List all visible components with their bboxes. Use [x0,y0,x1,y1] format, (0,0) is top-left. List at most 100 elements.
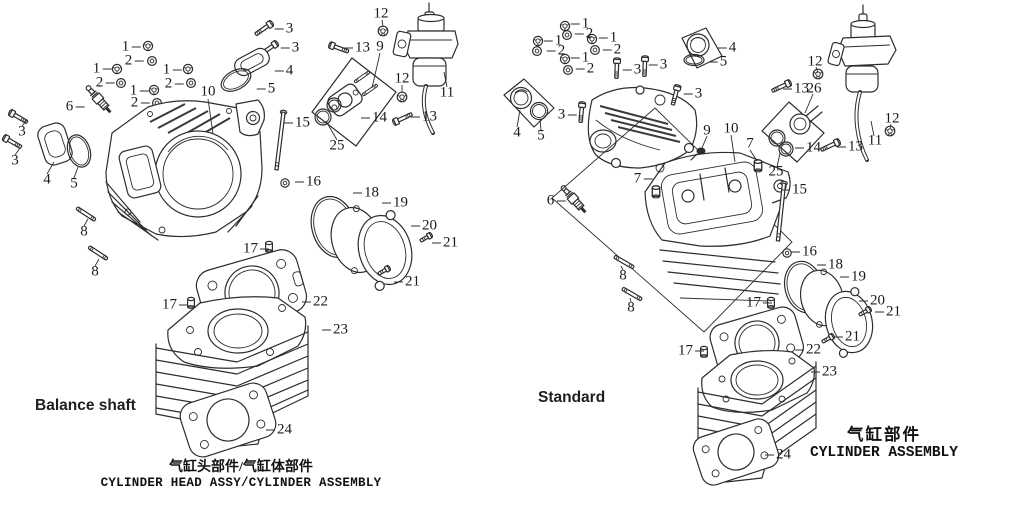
part-callout-2: 2 [96,75,115,91]
cover-20-left [357,210,413,291]
part-callout-8: 8 [619,267,627,284]
insulator-box-right [761,101,825,163]
dowel-17-left-b [187,296,195,309]
part-callout-23: 23 [811,364,837,380]
base-gasket-24-left [179,382,277,458]
part-callout-3: 3 [11,152,19,169]
part-callout-7: 7 [634,171,653,187]
washer-16-right [782,248,792,258]
part-callout-11: 11 [439,84,455,101]
carburetor-right [827,4,897,162]
stud-15-left [274,109,288,171]
valve-cover-right [587,85,698,169]
variant-label-standard: Standard [538,389,606,406]
part-callout-8: 8 [91,263,99,280]
part-callout-17: 17 [243,241,269,257]
part-callout-12: 12 [884,110,900,127]
part-callout-14: 14 [795,140,821,156]
part-callout-19: 19 [382,195,408,211]
nut-12-left-a [377,25,389,37]
variant-label-balance-shaft: Balance shaft [35,397,136,414]
caption-left-chinese: 气缸头部件/气缸体部件 [169,460,313,475]
part-callout-10: 10 [723,120,739,137]
cap-box-left-of-cover [503,78,555,128]
gasket-5-top-left-diagram [220,68,252,92]
part-callout-2: 2 [131,95,150,111]
part-callout-7: 7 [746,135,754,152]
part-callout-3: 3 [558,107,577,123]
part-callout-16: 16 [295,174,321,190]
part-callout-3: 3 [18,123,26,140]
washer-16-left [280,178,290,188]
part-callout-4: 4 [717,40,736,56]
caption-right-chinese: 气缸部件 [847,425,921,444]
part-callout-1: 1 [122,39,141,55]
part-callout-21: 21 [875,304,901,320]
part-callout-12: 12 [394,70,410,87]
part-callout-2: 2 [546,43,565,59]
part-callout-6: 6 [547,193,566,209]
caption-left-english: CYLINDER HEAD ASSY/CYLINDER ASSEMBLY [100,476,382,490]
cap-7-right-b [753,159,763,173]
part-callout-4: 4 [43,171,51,188]
part-callout-13: 13 [344,40,370,56]
part-callout-3: 3 [648,57,667,73]
caption-right: 气缸部件 CYLINDER ASSEMBLY [794,421,974,461]
part-callout-5: 5 [256,81,275,97]
part-callout-12: 12 [807,53,823,70]
part-callout-1: 1 [570,16,589,32]
part-callout-25: 25 [768,163,784,180]
part-callout-9: 9 [376,38,384,55]
cover-4-side-left-diagram [37,122,73,166]
part-callout-19: 19 [840,269,866,285]
part-callout-1: 1 [93,61,112,77]
caption-left: 气缸头部件/气缸体部件 CYLINDER HEAD ASSY/CYLINDER … [86,456,396,490]
part-callout-21: 21 [394,274,420,290]
part-callout-22: 22 [302,294,328,310]
right-diagram-art [503,4,897,486]
part-callout-26: 26 [806,80,822,97]
part-callout-20: 20 [411,218,437,234]
part-callout-17: 17 [746,295,772,311]
oring-5-side-left-diagram [66,134,92,168]
stud-15-right [775,180,788,242]
cap-7-right-a [651,185,661,199]
insulator-box-left [311,57,397,147]
part-callout-6: 6 [66,99,85,115]
part-callout-8: 8 [80,223,88,240]
base-gasket-24-right [692,418,780,486]
part-callout-20: 20 [859,293,885,309]
part-callout-9: 9 [703,122,711,139]
part-callout-3: 3 [622,62,641,78]
nut-12-left-b [396,91,408,103]
part-callout-15: 15 [284,115,310,131]
part-callout-11: 11 [867,132,883,149]
part-callout-5: 5 [70,175,78,192]
left-diagram-art [1,2,459,458]
part-callout-2: 2 [125,53,144,69]
cover-4-top-left-diagram [234,47,270,77]
part-callout-4: 4 [274,63,293,79]
part-callout-25: 25 [329,137,345,154]
valve-part-9-right [690,147,706,161]
part-callout-1: 1 [163,62,182,78]
part-callout-13: 13 [783,81,809,97]
part-callout-17: 17 [162,297,188,313]
part-callout-2: 2 [165,76,184,92]
part-callout-3: 3 [274,21,293,37]
cylinder-head-left [105,99,265,241]
leader-lines-left [14,19,448,267]
nut-12-right-a [812,68,824,80]
part-callout-1: 1 [598,30,617,46]
part-callout-5: 5 [537,127,545,144]
part-callout-13: 13 [411,109,437,125]
part-callout-13: 13 [837,139,863,155]
part-callout-5: 5 [708,54,727,70]
part-callout-15: 15 [781,182,807,198]
part-callout-18: 18 [353,185,379,201]
leader-lines-right [516,66,892,303]
part-callout-3: 3 [280,40,299,56]
part-callout-1: 1 [570,50,589,66]
part-callout-3: 3 [683,86,702,102]
